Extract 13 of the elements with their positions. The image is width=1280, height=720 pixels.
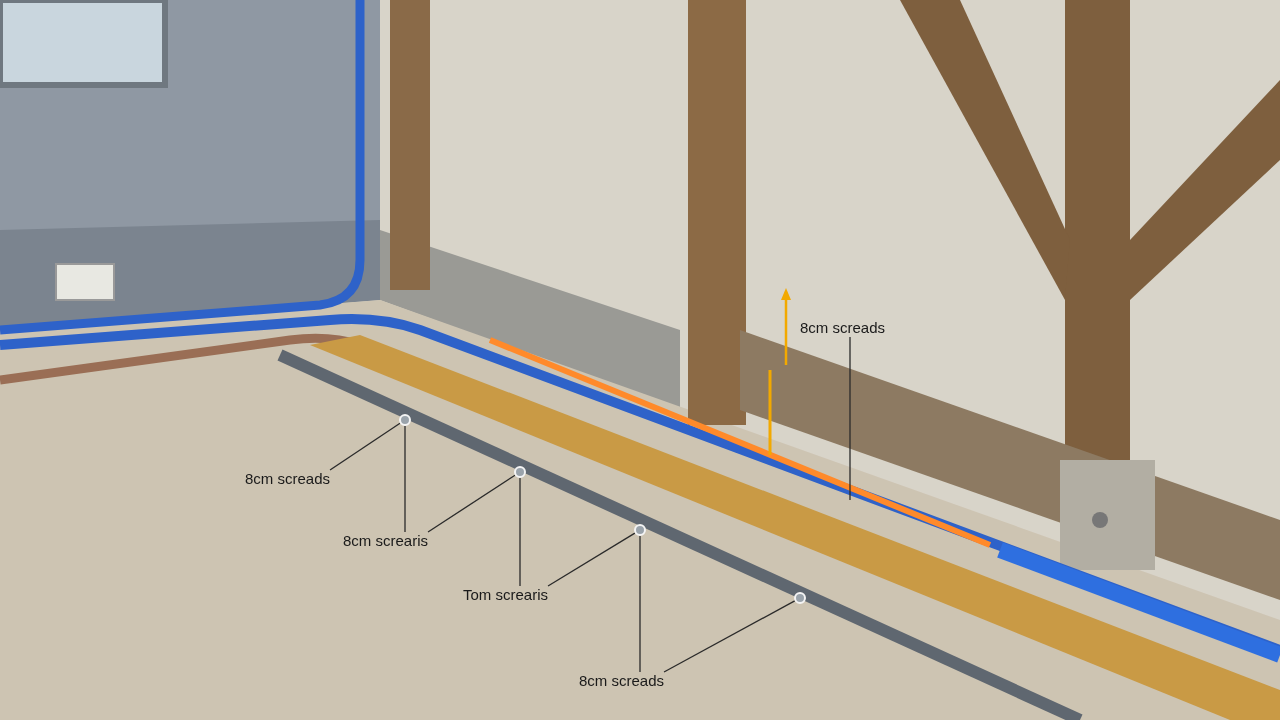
leader-line	[519, 477, 521, 587]
leader-line	[329, 422, 401, 471]
callout-label: 8cm screaris	[343, 532, 428, 550]
leader-line	[547, 532, 636, 587]
leader-line	[849, 336, 851, 501]
leader-line	[663, 600, 796, 673]
callout-label: 8cm screads	[579, 672, 665, 690]
callout-label: 8cm screads	[800, 319, 886, 337]
leader-line	[427, 474, 516, 533]
leader-line	[639, 535, 641, 673]
callout-label: Tom screaris	[463, 586, 548, 604]
callout-label: 8cm screads	[245, 470, 331, 488]
leader-line	[404, 425, 406, 533]
